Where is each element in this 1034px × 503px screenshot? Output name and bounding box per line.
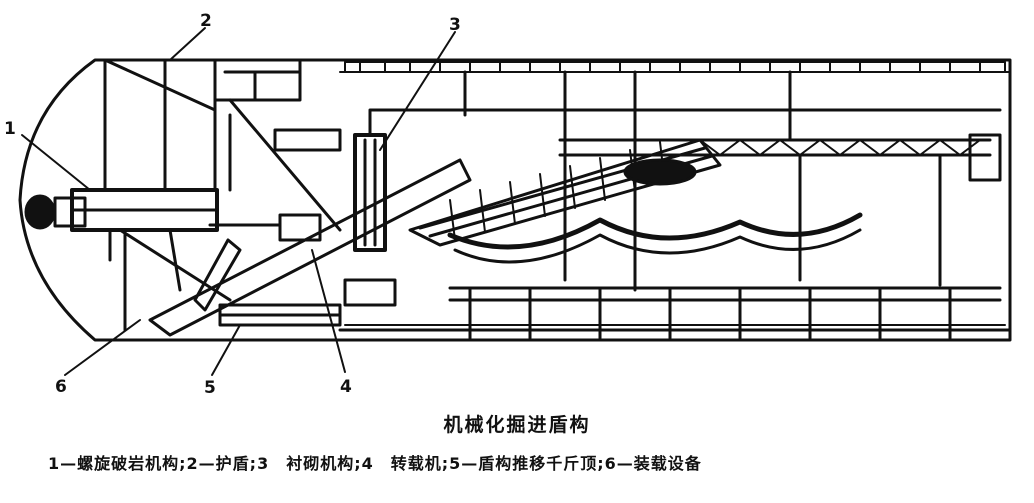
figure-caption: 机械化掘进盾构 bbox=[443, 414, 591, 436]
support-frame bbox=[123, 113, 232, 332]
vertical-posts bbox=[463, 70, 942, 292]
upper-truss bbox=[558, 133, 1002, 186]
loading-device-arm bbox=[148, 158, 472, 337]
shield-machine-diagram: 1 2 3 4 5 6 bbox=[4, 11, 1012, 398]
bottom-rails bbox=[338, 286, 1012, 340]
segment-arcs bbox=[447, 212, 863, 264]
cutter-head bbox=[24, 188, 232, 302]
label-2: 2 bbox=[200, 11, 212, 31]
label-6: 6 bbox=[55, 377, 67, 397]
pushing-jacks bbox=[208, 213, 342, 327]
label-5: 5 bbox=[204, 378, 216, 398]
label-1: 1 bbox=[4, 119, 16, 139]
leader-lines bbox=[21, 27, 456, 376]
label-3: 3 bbox=[449, 15, 461, 35]
figure-legend: 1—螺旋破岩机构;2—护盾;3 衬砌机构;4 转载机;5—盾构推移千斤顶;6—装… bbox=[48, 454, 702, 473]
top-lining-ring bbox=[344, 61, 1006, 73]
label-4: 4 bbox=[340, 377, 352, 397]
shield-shell bbox=[18, 58, 1012, 342]
lining-mechanism bbox=[273, 108, 1002, 307]
front-shield-box bbox=[103, 58, 342, 232]
